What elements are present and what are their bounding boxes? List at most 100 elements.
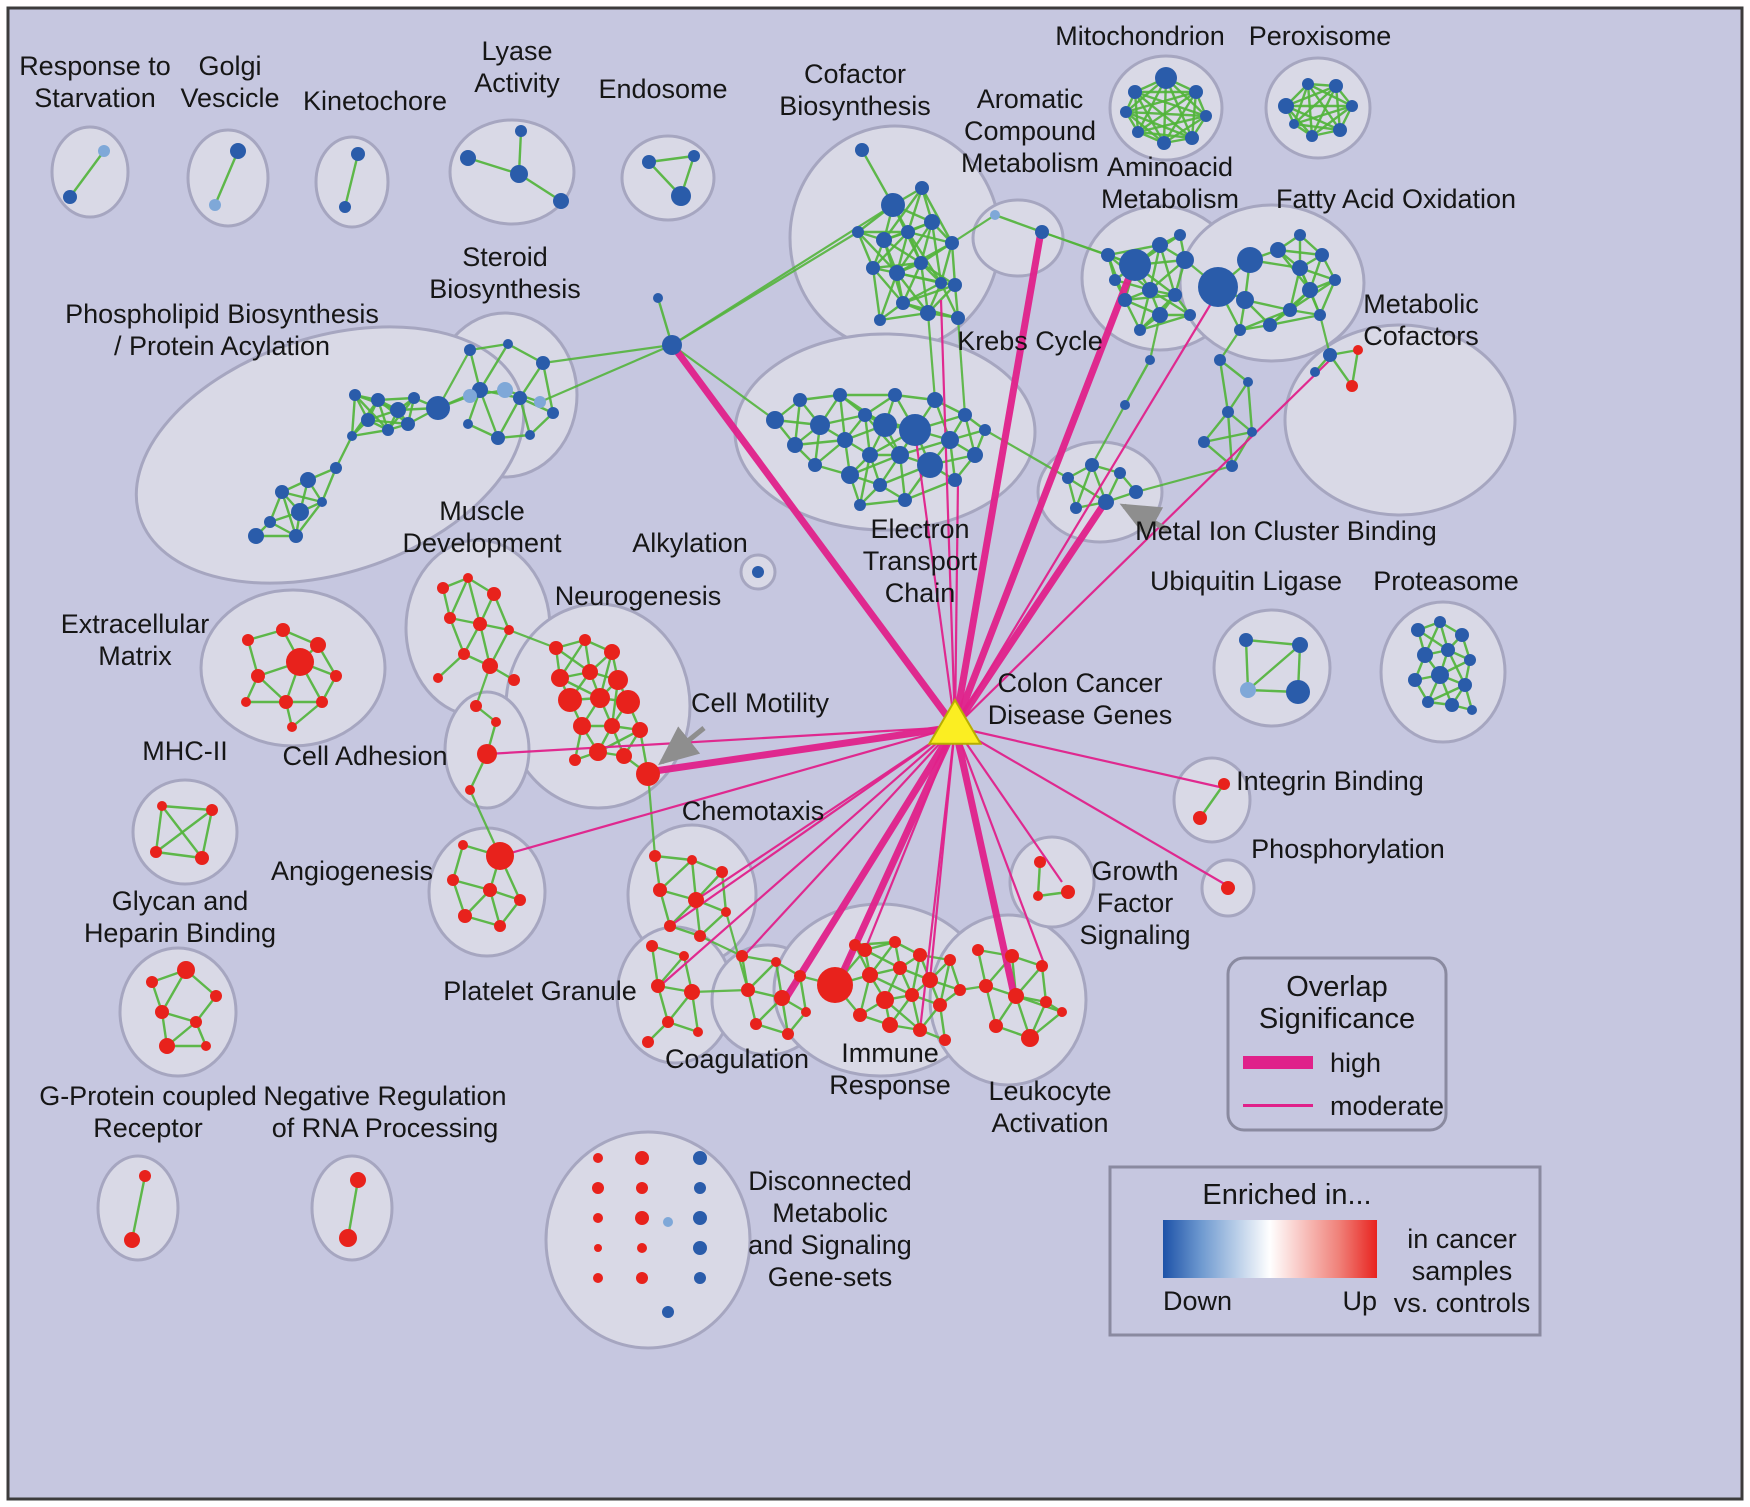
gene-set-node	[636, 1272, 648, 1284]
gene-set-node	[589, 743, 607, 761]
gene-set-node	[913, 1023, 927, 1037]
gene-set-node	[503, 339, 513, 349]
gene-set-node	[371, 393, 385, 407]
gene-set-node	[616, 690, 640, 714]
label-line: Vescicle	[180, 83, 279, 113]
gene-set-edge	[1311, 105, 1353, 137]
gene-set-node	[1294, 229, 1306, 241]
gene-set-node	[1441, 643, 1455, 657]
label-line: G-Protein coupled	[39, 1081, 257, 1111]
gene-set-node	[944, 954, 956, 966]
label-ubiquitin-ligase: Ubiquitin Ligase	[1150, 566, 1342, 596]
gene-set-node	[1155, 67, 1177, 89]
gene-set-edge	[161, 804, 213, 812]
gene-set-edge	[1318, 279, 1337, 316]
gene-set-edge	[350, 394, 357, 437]
gene-set-node	[515, 125, 527, 137]
gene-set-node	[693, 1151, 707, 1165]
gene-set-node	[465, 785, 475, 795]
gene-set-node	[330, 670, 342, 682]
label-line: Signaling	[1079, 920, 1190, 950]
gene-set-node	[1289, 119, 1299, 129]
label-line: Activation	[991, 1108, 1108, 1138]
gene-set-node	[833, 388, 847, 402]
gene-set-edge	[1245, 638, 1301, 647]
gene-set-node	[508, 674, 520, 686]
gene-set-edge	[950, 242, 957, 286]
label-line: Matrix	[98, 641, 172, 671]
gene-set-node	[693, 1241, 707, 1255]
label-mitochondrion: Mitochondrion	[1055, 21, 1225, 51]
cell-motility-arrow	[658, 726, 706, 766]
gene-set-node	[664, 920, 676, 932]
gene-set-node	[241, 697, 251, 707]
overlap-legend-title-line: Overlap	[1286, 971, 1388, 1003]
cross-cluster-edge	[539, 343, 673, 404]
gene-set-node	[637, 1243, 647, 1253]
gene-set-node	[1222, 406, 1234, 418]
enriched-legend-note-line: vs. controls	[1394, 1288, 1531, 1318]
gene-set-node	[873, 478, 887, 492]
gene-set-node	[1422, 696, 1434, 708]
gene-set-node	[146, 976, 158, 988]
gene-set-node	[972, 944, 984, 956]
gene-set-node	[1278, 98, 1294, 114]
label-line: Platelet Granule	[443, 976, 637, 1006]
gene-set-node	[1040, 996, 1052, 1008]
label-line: Development	[402, 528, 562, 558]
gene-set-node	[1128, 85, 1142, 99]
gene-set-edge	[155, 809, 213, 853]
gene-set-node	[210, 990, 222, 1002]
gene-set-node	[752, 566, 764, 578]
gene-set-edge	[1247, 644, 1301, 691]
gene-set-node	[291, 503, 309, 521]
gene-set-node	[1445, 698, 1459, 712]
gene-set-node	[63, 190, 77, 204]
label-line: Neurogenesis	[555, 581, 722, 611]
moderate-significance-swatch	[1243, 1104, 1313, 1107]
gene-set-node	[1314, 309, 1326, 321]
gene-set-node	[1455, 628, 1469, 642]
gene-set-node	[1168, 288, 1182, 302]
label-line: Lyase	[481, 36, 552, 66]
gene-set-edge	[872, 267, 904, 304]
gene-set-node	[1323, 348, 1337, 362]
gene-set-node	[939, 1034, 951, 1046]
label-endosome: Endosome	[598, 74, 727, 104]
gene-set-node	[927, 392, 943, 408]
gene-set-node	[694, 930, 706, 942]
gene-set-node	[124, 1232, 140, 1248]
gene-set-node	[1221, 881, 1235, 895]
gene-set-edge	[1125, 90, 1197, 114]
gene-set-node	[1218, 778, 1230, 790]
gene-set-edge	[1074, 464, 1094, 509]
gene-set-node	[275, 485, 289, 499]
overlap-edge-high	[783, 725, 958, 1000]
overlap-edge-moderate	[954, 291, 1219, 728]
gene-set-edge	[648, 154, 695, 164]
gradient-up-label: Up	[1342, 1286, 1377, 1316]
label-line: Leukocyte	[988, 1076, 1111, 1106]
gene-set-node	[1237, 247, 1263, 273]
gene-set-node	[1346, 380, 1358, 392]
gene-set-node	[866, 261, 880, 275]
label-line: and Signaling	[748, 1230, 912, 1260]
moderate-significance-label: moderate	[1330, 1091, 1444, 1121]
gene-set-node	[1134, 324, 1146, 336]
gene-set-node	[849, 939, 861, 951]
gene-set-node	[1005, 949, 1019, 963]
gene-set-node	[979, 979, 993, 993]
gene-set-node	[316, 696, 328, 708]
gene-set-node	[888, 388, 902, 402]
gene-set-node	[1333, 123, 1347, 137]
label-line: Disconnected	[748, 1166, 912, 1196]
overlap-edge-moderate	[913, 431, 957, 728]
label-line: Metabolism	[1101, 184, 1239, 214]
gene-set-edge	[1292, 83, 1310, 125]
gene-set-node	[582, 664, 598, 680]
overlap-edge-moderate	[486, 725, 956, 756]
gene-set-edge	[69, 150, 105, 198]
